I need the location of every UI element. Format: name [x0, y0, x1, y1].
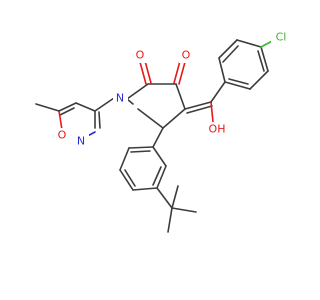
bond — [124, 169, 136, 187]
bond — [186, 105, 213, 114]
bond — [260, 46, 269, 72]
carbonyl-bonds — [139, 60, 186, 85]
bond — [173, 60, 181, 84]
bond — [156, 187, 173, 209]
bond — [152, 127, 164, 148]
bond — [137, 108, 164, 129]
isoxazole-nitrogen-label: N — [77, 135, 85, 148]
chlorophenyl-ring — [218, 38, 277, 90]
bond — [210, 101, 214, 123]
bond — [144, 60, 152, 84]
ring-nitrogen-label: N — [116, 92, 124, 105]
bond — [224, 81, 251, 90]
bond — [75, 102, 96, 112]
bond — [162, 108, 186, 129]
bond — [218, 39, 238, 59]
isoxazole-oxygen-label: O — [58, 129, 67, 142]
bond — [98, 111, 101, 129]
atom-labels: O O N N O OH Cl — [55, 30, 291, 149]
core-ring — [126, 83, 186, 129]
tert-butylphenyl-ring — [119, 127, 197, 233]
carbonyl-oxygen-label: O — [136, 49, 145, 62]
label-mask — [133, 49, 147, 63]
bond — [184, 101, 212, 110]
bond — [58, 102, 77, 112]
bond — [249, 70, 269, 90]
bond — [132, 187, 158, 191]
bond — [171, 207, 197, 213]
bond — [171, 185, 179, 209]
bond — [119, 147, 130, 171]
isoxazole-ring — [35, 97, 115, 141]
bond — [126, 83, 149, 100]
molecule-canvas: O O N N O OH Cl — [35, 30, 291, 233]
bond — [167, 207, 173, 233]
bond — [257, 50, 265, 72]
bond — [152, 146, 167, 167]
label-mask — [206, 122, 228, 136]
bond — [35, 103, 60, 112]
bond — [59, 107, 75, 116]
enol-fragment — [184, 81, 226, 123]
bond — [139, 61, 147, 85]
bond — [130, 150, 151, 153]
bond — [156, 165, 167, 189]
label-mask — [179, 49, 193, 63]
bond — [210, 81, 226, 103]
hydroxyl-label: OH — [209, 123, 226, 136]
bond — [94, 97, 115, 112]
bond — [222, 45, 239, 63]
label-mask — [55, 128, 70, 143]
chlorine-label: Cl — [276, 31, 287, 44]
label-mask — [74, 134, 89, 149]
bond — [119, 169, 134, 191]
label-mask — [113, 91, 128, 106]
bond — [175, 83, 186, 110]
bond — [152, 166, 162, 186]
bond — [178, 61, 186, 85]
bond — [236, 39, 262, 48]
bond — [128, 146, 154, 149]
bond — [58, 110, 63, 131]
label-mask — [271, 30, 291, 44]
bond — [228, 78, 249, 85]
molecule-structure: O O N N O OH Cl — [35, 30, 291, 233]
bond — [218, 57, 226, 83]
carbonyl-oxygen-label: O — [182, 49, 191, 62]
